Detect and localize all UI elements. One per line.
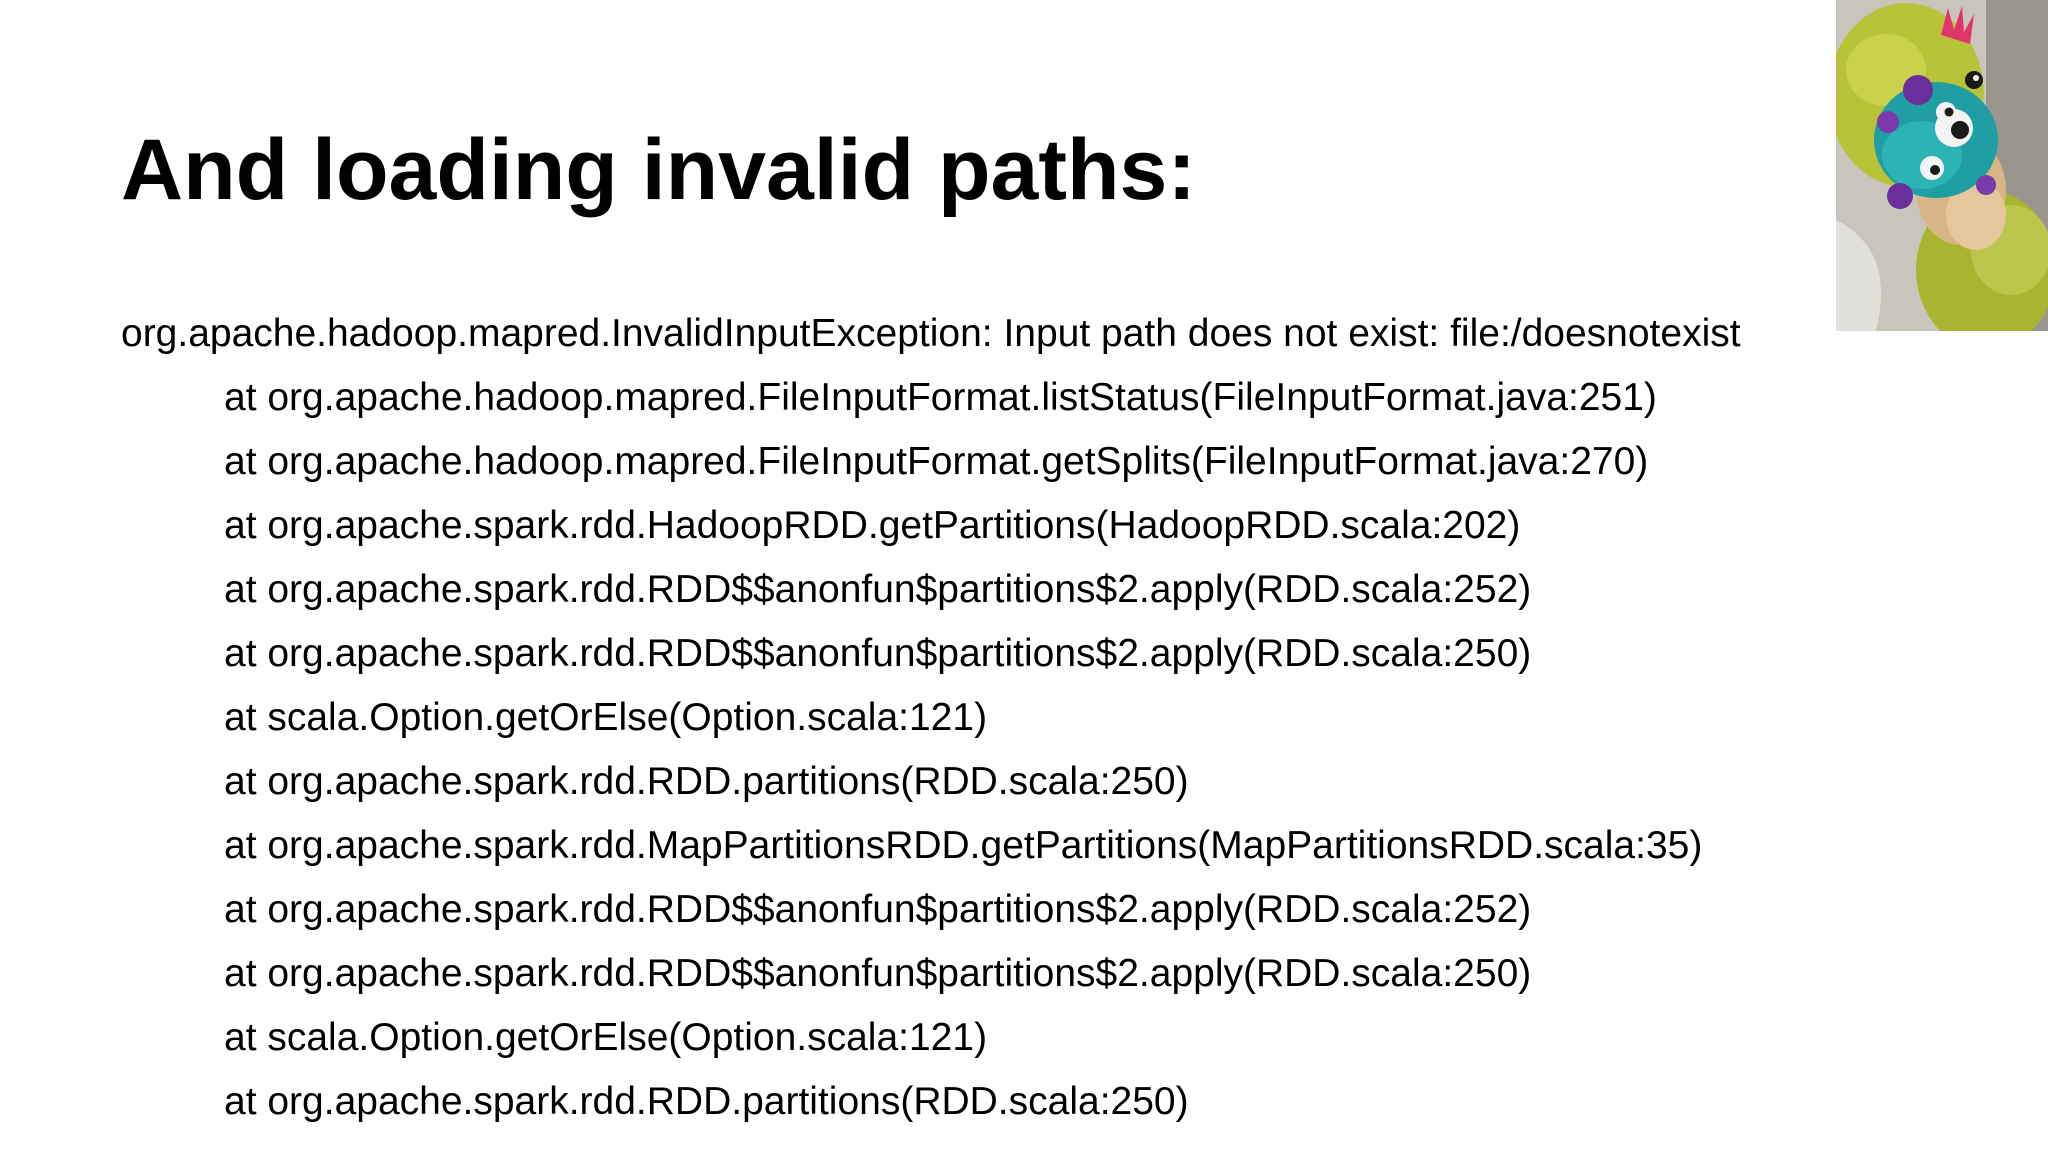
exception-message: org.apache.hadoop.mapred.InvalidInputExc… bbox=[121, 312, 1741, 355]
webcam-overlay bbox=[1836, 0, 2048, 331]
stack-frame: at org.apache.spark.rdd.RDD$$anonfun$par… bbox=[224, 888, 1532, 931]
stack-frame: at scala.Option.getOrElse(Option.scala:1… bbox=[224, 1016, 988, 1059]
plush-toys-image bbox=[1836, 0, 2048, 331]
stack-frame: at scala.Option.getOrElse(Option.scala:1… bbox=[224, 696, 988, 739]
stack-frame: at org.apache.spark.rdd.RDD$$anonfun$par… bbox=[224, 632, 1532, 675]
stack-frame: at org.apache.spark.rdd.RDD.partitions(R… bbox=[224, 1080, 1189, 1123]
stack-frame: at org.apache.spark.rdd.RDD$$anonfun$par… bbox=[224, 568, 1532, 611]
stack-trace: org.apache.hadoop.mapred.InvalidInputExc… bbox=[121, 302, 1741, 1134]
slide-title: And loading invalid paths: bbox=[121, 122, 1196, 218]
stack-frame: at org.apache.spark.rdd.RDD$$anonfun$par… bbox=[224, 952, 1532, 995]
stack-frame: at org.apache.spark.rdd.MapPartitionsRDD… bbox=[224, 824, 1703, 867]
stack-frame: at org.apache.spark.rdd.RDD.partitions(R… bbox=[224, 760, 1189, 803]
stack-frame: at org.apache.hadoop.mapred.FileInputFor… bbox=[224, 376, 1657, 419]
stack-frame: at org.apache.spark.rdd.HadoopRDD.getPar… bbox=[224, 504, 1521, 547]
stack-frame: at org.apache.hadoop.mapred.FileInputFor… bbox=[224, 440, 1649, 483]
